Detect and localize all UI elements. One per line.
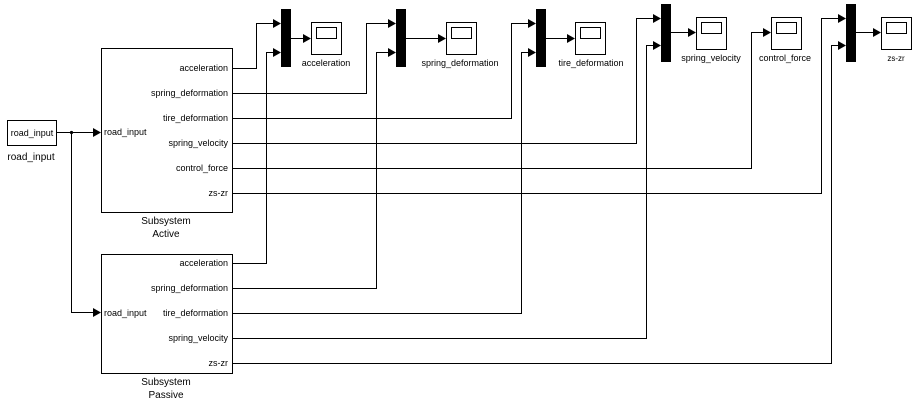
scope-zs-zr[interactable]: zs-zr (881, 17, 912, 64)
scope-screen (701, 22, 722, 34)
scope-control-force-label: control_force (759, 53, 811, 63)
scope-screen (776, 22, 797, 34)
subsystem-active-title-line2: Active (152, 229, 180, 240)
scope-acceleration[interactable]: acceleration (302, 22, 351, 69)
wire-passive-spring-deformation[interactable] (232, 52, 391, 289)
wire-active-zs-zr[interactable] (232, 18, 841, 194)
branch-point (69, 130, 74, 135)
wire-passive-acceleration[interactable] (232, 52, 276, 264)
arrow-active-input (93, 128, 101, 137)
active-port-acceleration: acceleration (179, 63, 228, 73)
scope-screen (451, 27, 472, 39)
active-port-tire-deformation: tire_deformation (163, 113, 228, 123)
subsystem-active-rect[interactable] (101, 48, 233, 213)
subsystem-passive-title-line1: Subsystem (141, 377, 190, 388)
source-wires (56, 128, 101, 317)
scope-spring-velocity[interactable]: spring_velocity (681, 17, 741, 64)
scope-spring-deformation[interactable]: spring_deformation (421, 22, 499, 69)
arrowheads (273, 14, 881, 57)
scope-spring-velocity-label: spring_velocity (681, 53, 741, 63)
passive-port-acceleration: acceleration (179, 258, 228, 268)
scope-screen (316, 27, 337, 39)
wire-source-to-passive[interactable] (71, 132, 96, 313)
wire-active-tire-deformation[interactable] (232, 23, 531, 119)
scope-acceleration-label: acceleration (302, 58, 351, 68)
scope-screen (886, 22, 907, 34)
passive-input-port-label: road_input (104, 308, 147, 318)
wire-passive-zs-zr[interactable] (232, 45, 841, 364)
scope-tire-deformation[interactable]: tire_deformation (558, 22, 624, 69)
passive-port-zs-zr: zs-zr (209, 358, 229, 368)
wire-active-acceleration[interactable] (232, 23, 276, 69)
wire-active-spring-deformation[interactable] (232, 23, 391, 94)
road-input-source-block[interactable]: road_input (7, 120, 57, 146)
scope-tire-deformation-label: tire_deformation (558, 58, 623, 68)
passive-port-tire-deformation: tire_deformation (163, 308, 228, 318)
subsystem-active-title-line1: Subsystem (141, 216, 190, 227)
active-port-spring-velocity: spring_velocity (168, 138, 228, 148)
subsystem-passive-rect[interactable] (101, 254, 233, 374)
signal-wires (232, 18, 875, 364)
wire-active-control-force[interactable] (232, 32, 766, 169)
source-block-text: road_input (11, 128, 54, 138)
mux-spring-deformation[interactable] (396, 9, 406, 67)
wire-active-spring-velocity[interactable] (232, 18, 656, 144)
source-block-name: road_input (7, 152, 54, 163)
subsystem-passive[interactable]: road_input acceleration spring_deformati… (101, 254, 233, 374)
active-port-spring-deformation: spring_deformation (151, 88, 228, 98)
arrow-passive-input (93, 308, 101, 317)
source-block-rect[interactable] (7, 120, 57, 146)
subsystem-passive-title-line2: Passive (148, 390, 183, 401)
mux-zs-zr[interactable] (846, 4, 856, 62)
active-port-zs-zr: zs-zr (209, 188, 229, 198)
subsystem-active[interactable]: road_input acceleration spring_deformati… (101, 48, 233, 213)
wire-passive-tire-deformation[interactable] (232, 52, 531, 314)
mux-spring-velocity[interactable] (661, 4, 671, 62)
scope-spring-deformation-label: spring_deformation (421, 58, 498, 68)
passive-port-spring-deformation: spring_deformation (151, 283, 228, 293)
active-port-control-force: control_force (176, 163, 228, 173)
passive-port-spring-velocity: spring_velocity (168, 333, 228, 343)
scope-control-force[interactable]: control_force (759, 17, 811, 64)
mux-acceleration[interactable] (281, 9, 291, 67)
scope-zs-zr-label: zs-zr (887, 54, 905, 63)
mux-tire-deformation[interactable] (536, 9, 546, 67)
wire-passive-spring-velocity[interactable] (232, 45, 656, 339)
active-input-port-label: road_input (104, 127, 147, 137)
scope-screen (580, 27, 601, 39)
